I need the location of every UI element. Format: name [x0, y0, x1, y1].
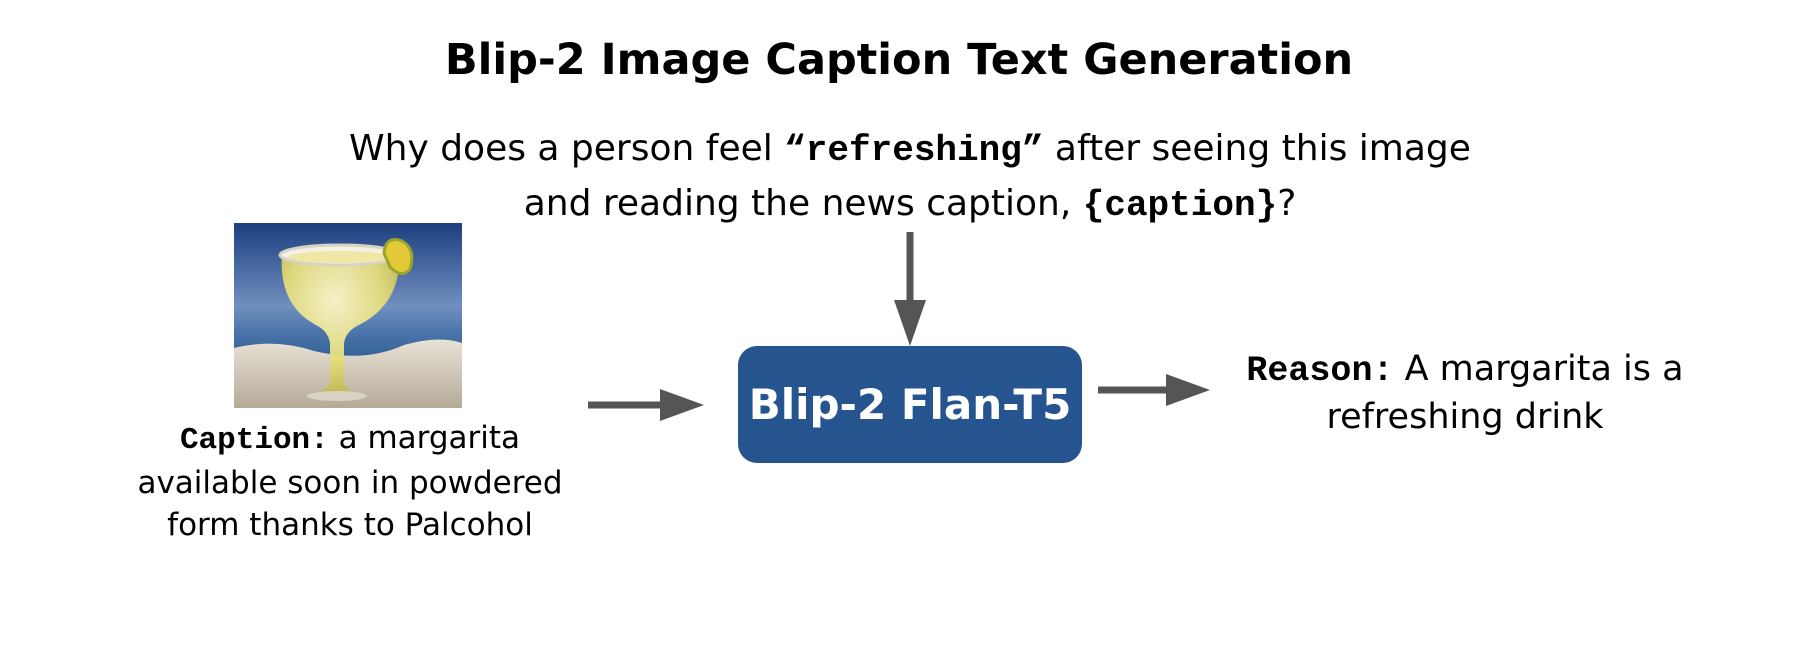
reason-line-1-text: A margarita is a	[1393, 349, 1684, 389]
model-to-reason-arrow	[1098, 374, 1210, 406]
reason-text: Reason: A margarita is a refreshing drin…	[1220, 346, 1710, 440]
model-box: Blip-2 Flan-T5	[738, 346, 1082, 463]
prompt-text: Why does a person feel “refreshing” afte…	[300, 122, 1520, 232]
prompt-placeholder: {caption}	[1082, 185, 1278, 226]
margarita-illustration	[234, 223, 462, 408]
prompt-line-2-start: and reading the news caption,	[523, 183, 1083, 224]
caption-line-3: form thanks to Palcohol	[167, 507, 533, 543]
glass-shape	[281, 249, 400, 395]
diagram-title: Blip-2 Image Caption Text Generation	[444, 35, 1354, 85]
caption-text: Caption: a margarita available soon in p…	[100, 417, 600, 546]
caption-line-1: Caption: a margarita	[100, 417, 600, 462]
prompt-keyword: “refreshing”	[784, 130, 1044, 171]
reason-line-1: Reason: A margarita is a	[1220, 346, 1710, 394]
glass-base	[307, 391, 367, 401]
caption-line-1-text: a margarita	[328, 420, 521, 456]
arrow-group	[588, 232, 1210, 421]
prompt-to-model-arrow	[894, 232, 926, 346]
caption-to-model-arrow	[588, 389, 704, 421]
model-label: Blip-2 Flan-T5	[748, 380, 1072, 429]
caption-label: Caption:	[179, 423, 329, 458]
caption-line-2: available soon in powdered	[137, 465, 563, 501]
margarita-photo	[234, 223, 462, 408]
lime-wedge	[382, 238, 414, 275]
prompt-line-1-end: after seeing this image	[1043, 128, 1471, 169]
sand-dune	[234, 339, 462, 408]
reason-label: Reason:	[1246, 351, 1394, 391]
drink-surface	[288, 251, 392, 263]
reason-line-2: refreshing drink	[1326, 397, 1604, 437]
prompt-line-1: Why does a person feel “refreshing” afte…	[300, 122, 1520, 177]
prompt-line-2: and reading the news caption, {caption}?	[300, 177, 1520, 232]
prompt-line-2-end: ?	[1277, 183, 1297, 224]
prompt-line-1-start: Why does a person feel	[349, 128, 785, 169]
